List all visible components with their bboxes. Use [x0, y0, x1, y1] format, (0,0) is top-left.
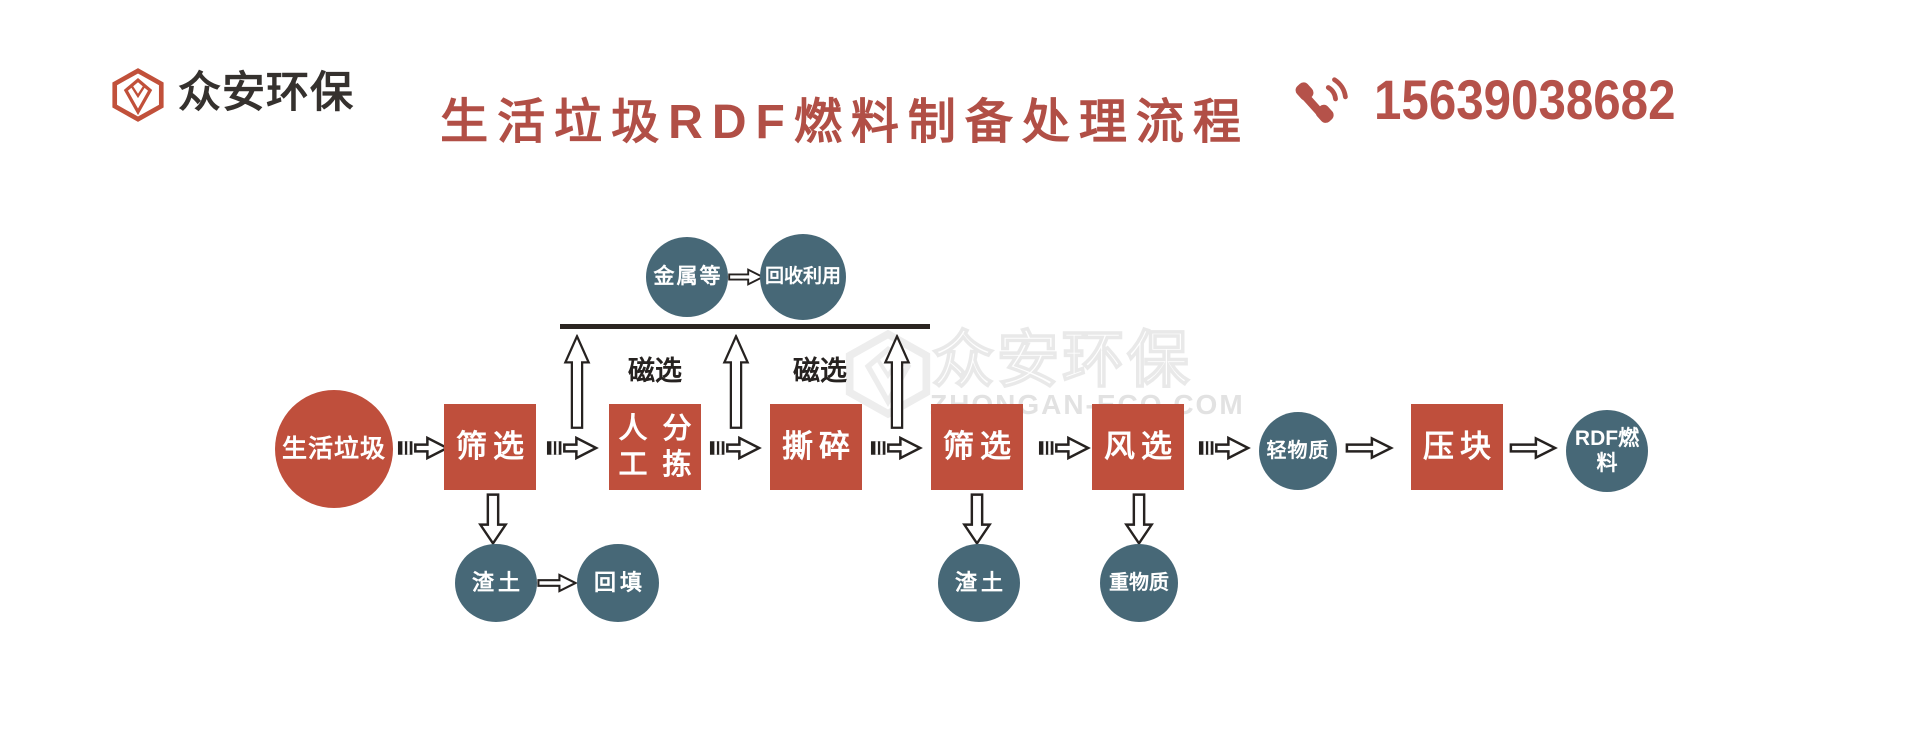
striped-arrow-icon [709, 433, 763, 463]
label-magnetic-left: 磁选 [628, 356, 682, 386]
node-backfill: 回填 [577, 544, 659, 622]
up-arrow-icon [883, 331, 911, 433]
up-arrow-icon [563, 331, 591, 433]
node-screen-1: 筛选 [444, 404, 536, 490]
right-arrow-icon [1344, 434, 1394, 462]
brand-name: 众安环保 [178, 69, 354, 117]
down-arrow-icon [962, 492, 992, 546]
striped-arrow-icon [1038, 433, 1092, 463]
node-manual-sorting-line1: 人工 [618, 412, 652, 481]
phone-number: 15639038682 [1374, 68, 1676, 131]
node-slag-2: 渣土 [938, 544, 1020, 622]
phone-icon [1294, 74, 1348, 128]
striped-arrow-icon [397, 433, 451, 463]
node-recycle: 回收利用 [760, 234, 846, 320]
label-magnetic-right: 磁选 [793, 356, 847, 386]
right-arrow-icon [536, 571, 578, 595]
up-arrow-icon [722, 331, 750, 433]
node-manual-sorting-line2: 分拣 [662, 412, 696, 481]
node-slag-1: 渣土 [455, 544, 537, 622]
node-compress: 压块 [1411, 404, 1503, 490]
node-rdf-fuel: RDF燃料 [1566, 410, 1648, 492]
node-shred: 撕碎 [770, 404, 862, 490]
right-arrow-icon [1508, 434, 1558, 462]
brand-logo-icon [110, 68, 166, 122]
node-manual-sorting: 人工 分拣 [609, 404, 701, 490]
node-air-separation: 风选 [1092, 404, 1184, 490]
node-metal: 金属等 [646, 237, 728, 317]
node-heavy-material: 重物质 [1100, 544, 1178, 622]
page-title: 生活垃圾RDF燃料制备处理流程 [440, 96, 1250, 149]
collector-line [560, 324, 930, 329]
striped-arrow-icon [1198, 433, 1252, 463]
watermark-brand-text: 众安环保 [931, 326, 1193, 395]
striped-arrow-icon [546, 433, 600, 463]
node-source: 生活垃圾 [275, 390, 393, 508]
striped-arrow-icon [870, 433, 924, 463]
down-arrow-icon [478, 492, 508, 546]
node-light-material: 轻物质 [1259, 412, 1337, 490]
node-screen-2: 筛选 [931, 404, 1023, 490]
down-arrow-icon [1124, 492, 1154, 546]
